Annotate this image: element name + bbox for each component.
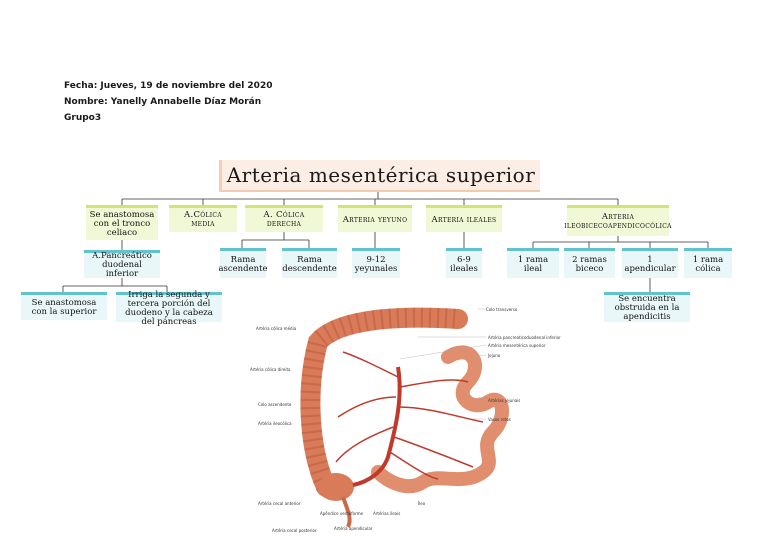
node-anastomosa-superior: Se anastomosa con la superior (21, 292, 107, 320)
node-yeyunales: 9-12 yeyunales (352, 248, 400, 278)
group-text: Grupo3 (64, 113, 102, 123)
node-pancreatico-duodenal: A.Pancreático duodenal inferior (84, 250, 160, 279)
label-pancreatico: Artéria pancreaticoduodenal inferior (488, 335, 561, 340)
label-jejunais: Artérias jejunais (488, 398, 521, 403)
node-rama-colica: 1 rama cólica (684, 248, 732, 278)
label-colica-media: Artéria cólica média (256, 326, 297, 331)
node-arterias-ileales: Arteria ileales (426, 205, 502, 232)
intestine-drawing (300, 307, 510, 528)
date-text: Fecha: Jueves, 19 de noviembre del 2020 (64, 81, 273, 91)
label-ileo: Íleo (418, 501, 426, 506)
label-colica-direita: Artéria cólica direita (250, 367, 291, 372)
node-ramas-biceco: 2 ramas biceco (564, 248, 615, 278)
label-jejuno: Jejuno (488, 353, 501, 358)
node-apendicular: 1 apendicular (622, 248, 678, 278)
label-colo-transverso: Colo transverso (486, 307, 518, 312)
label-cecal-posterior: Artéria cecal posterior (272, 528, 317, 533)
node-rama-ascendente: Rama ascendente (218, 248, 268, 278)
node-rama-ileal: 1 rama ileal (507, 248, 559, 278)
anatomy-illustration: Colo transverso Artéria pancreaticoduode… (248, 297, 568, 537)
node-arteria-yeyuno: Arteria yeyuno (338, 205, 412, 232)
name-text: Nombre: Yanelly Annabelle Díaz Morán (64, 97, 262, 107)
label-mesenterica: Artéria mesentérica superior (488, 343, 546, 348)
label-ileocolica: Artéria ileocólica (258, 421, 292, 426)
node-irriga-duodeno: Irriga la segunda y tercera porción del … (116, 290, 222, 326)
label-cecal-anterior: Artéria cecal anterior (258, 501, 301, 506)
node-ileales-count: 6-9 ileales (446, 248, 482, 278)
node-colica-derecha: A. Cólica derecha (245, 205, 323, 232)
label-colo-ascendente: Colo ascendente (258, 402, 292, 407)
node-ileobicecoapendicocolica: Arteria ileobicecoapendicocólica (564, 205, 671, 236)
node-tronco-celiaco: Se anastomosa con el tronco celiaco (86, 205, 158, 240)
label-ileais: Artérias ileais (373, 511, 401, 516)
label-vasos-retos: Vasos retos (488, 417, 511, 422)
main-title-text: Arteria mesentérica superior (226, 163, 536, 187)
node-colica-media: A.Cólica media (169, 205, 237, 232)
node-obstruida-apendicitis: Se encuentra obstruida en la apendicitis (604, 292, 690, 322)
main-title: Arteria mesentérica superior (219, 160, 540, 192)
label-apendicular: Artéria apendicular (334, 526, 373, 531)
node-rama-descendente: Rama descendente (282, 248, 337, 278)
label-apendice: Apêndice vermiforme (320, 511, 364, 516)
header-info: Fecha: Jueves, 19 de noviembre del 2020 … (64, 78, 272, 126)
